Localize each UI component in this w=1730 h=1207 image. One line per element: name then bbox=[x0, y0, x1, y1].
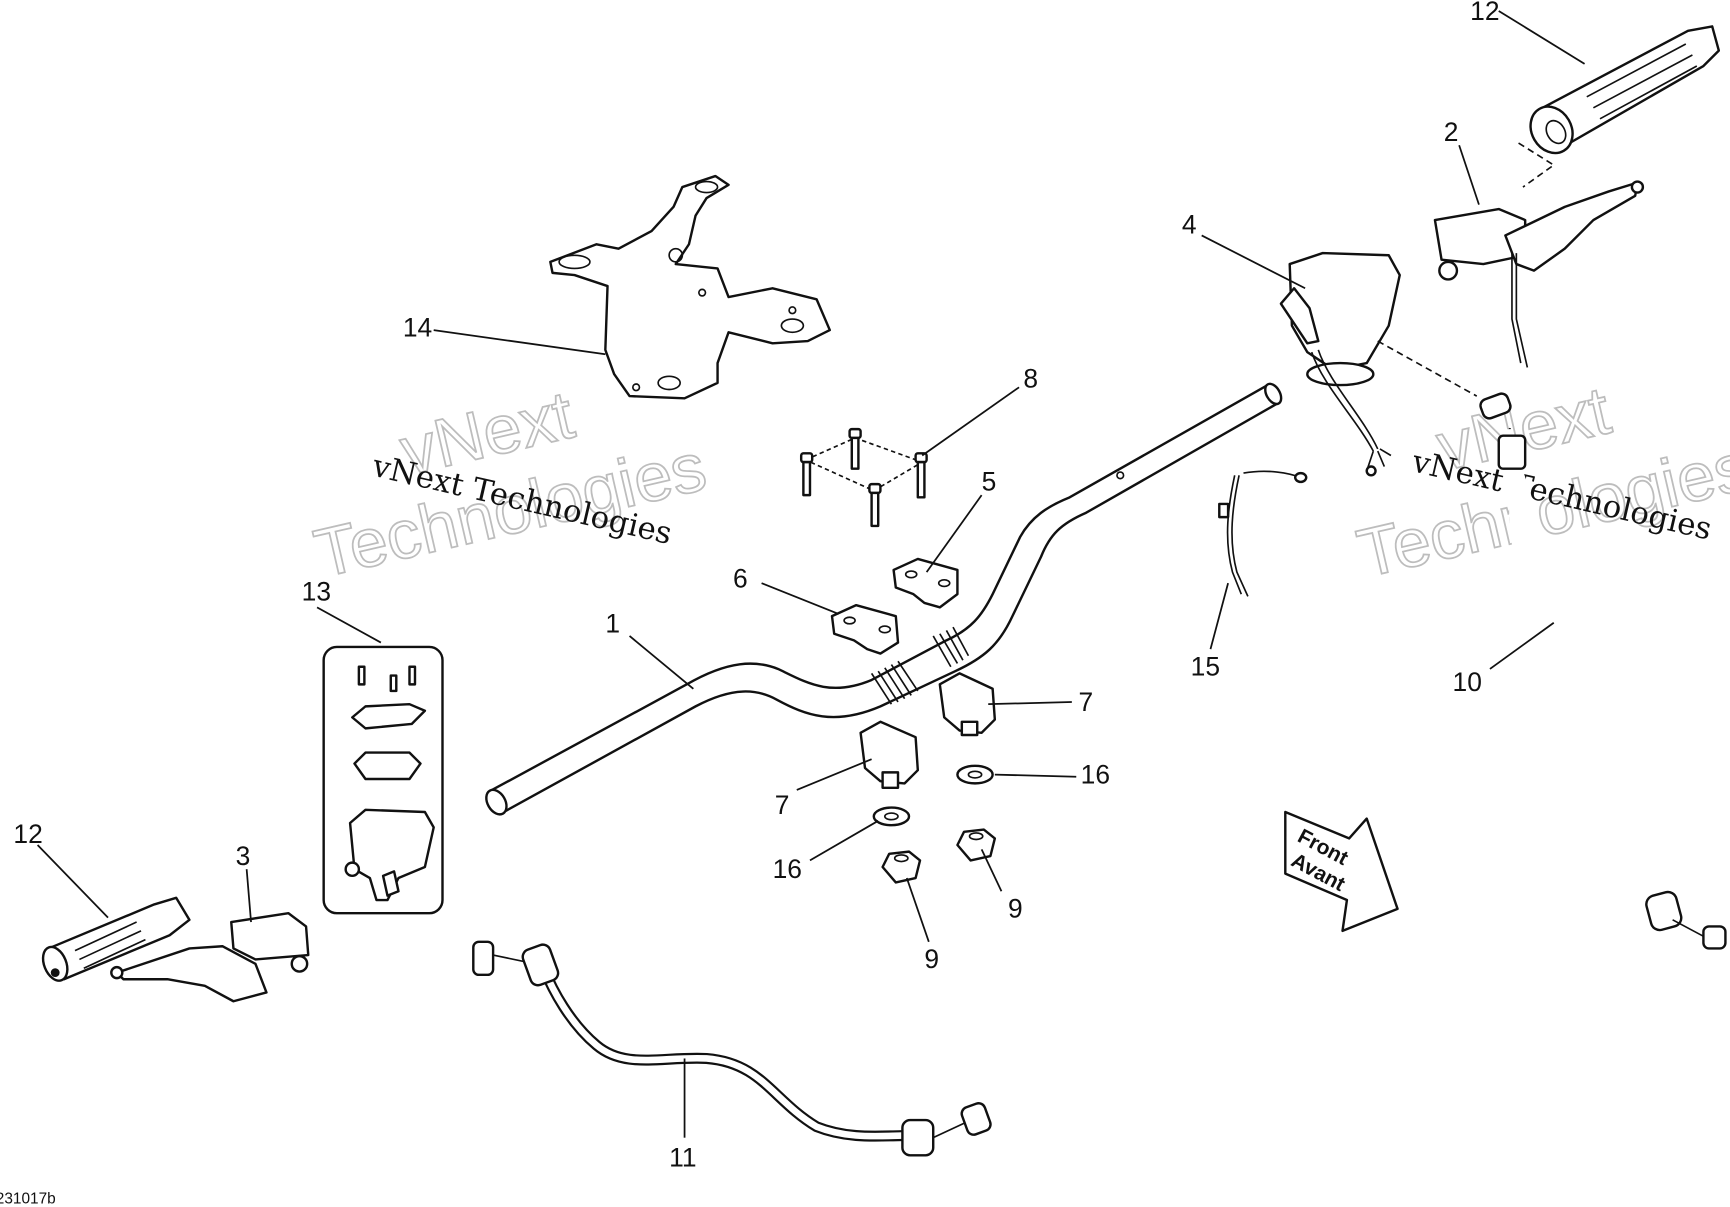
callout-14: 14 bbox=[403, 313, 432, 343]
riser-part-7-upper bbox=[938, 672, 997, 737]
master-cylinder-part-3 bbox=[110, 912, 310, 1003]
callout-labels: 1 2 3 4 5 6 7 7 8 9 9 10 11 12 12 13 14 … bbox=[13, 0, 1499, 1172]
cable-part-11 bbox=[472, 940, 992, 1157]
nut-part-9-right bbox=[956, 828, 997, 862]
callout-9-left: 9 bbox=[924, 944, 939, 974]
callout-9-right: 9 bbox=[1008, 894, 1023, 924]
washer-part-16-left bbox=[872, 806, 911, 827]
upper-clamp-part-5 bbox=[892, 557, 959, 609]
bracket-part-14 bbox=[549, 174, 832, 400]
kit-box-part-13 bbox=[322, 645, 444, 915]
callout-16-left: 16 bbox=[773, 854, 802, 884]
washer-part-16-right bbox=[956, 764, 994, 785]
upper-clamp-part-6 bbox=[830, 603, 900, 655]
callout-12-left: 12 bbox=[13, 819, 42, 849]
callout-13: 13 bbox=[302, 577, 331, 607]
front-direction-arrow: Front Avant bbox=[1284, 810, 1399, 933]
leader-lines bbox=[36, 10, 1586, 1138]
grip-part-12-right bbox=[1529, 25, 1721, 155]
callout-15: 15 bbox=[1191, 652, 1220, 682]
callout-1: 1 bbox=[605, 609, 620, 639]
drawing-code: 231017b bbox=[0, 1191, 56, 1207]
callout-4: 4 bbox=[1182, 209, 1197, 239]
bolts-part-8 bbox=[799, 427, 928, 528]
watermark-left: vNext Technologies vNext Technologies bbox=[307, 376, 714, 593]
callout-12-right: 12 bbox=[1470, 0, 1499, 26]
handlebar-part-1 bbox=[485, 382, 1283, 816]
callout-7-right: 7 bbox=[1078, 687, 1093, 717]
callout-2: 2 bbox=[1444, 117, 1459, 147]
callout-5: 5 bbox=[982, 467, 997, 497]
grip-part-12-left bbox=[41, 896, 191, 982]
throttle-housing-part-4 bbox=[1279, 251, 1478, 477]
callout-3: 3 bbox=[236, 841, 251, 871]
callout-6: 6 bbox=[733, 564, 748, 594]
callout-8: 8 bbox=[1023, 363, 1038, 393]
wire-harness-part-15 bbox=[1218, 470, 1308, 597]
master-cylinder-part-2 bbox=[1433, 142, 1645, 368]
nut-part-9-left bbox=[881, 850, 922, 884]
cable-part-10 bbox=[1479, 392, 1727, 950]
riser-part-7-lower bbox=[859, 720, 920, 790]
callout-10: 10 bbox=[1453, 667, 1482, 697]
callout-11: 11 bbox=[669, 1142, 696, 1172]
callout-7-left: 7 bbox=[775, 790, 790, 820]
callout-16-right: 16 bbox=[1081, 759, 1110, 789]
